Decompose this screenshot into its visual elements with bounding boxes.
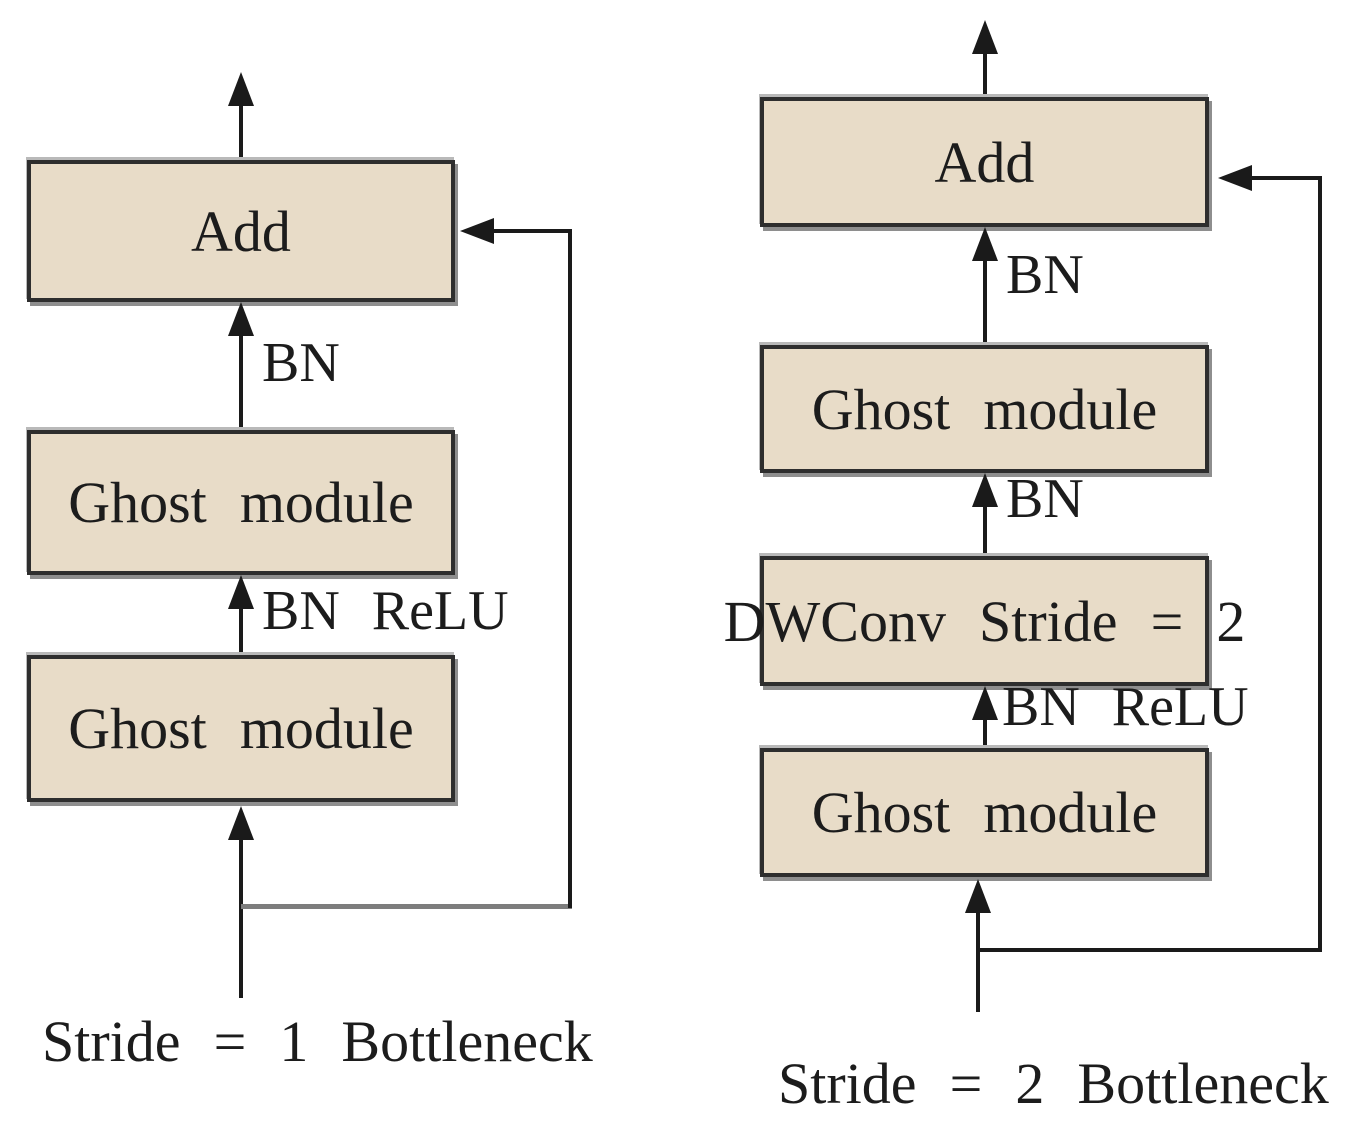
node-add: Add (760, 97, 1209, 227)
edge-label-bn-lower: BN (1006, 468, 1084, 530)
skip-connection-into-add (494, 229, 570, 233)
bn-relu-arrow-line (239, 607, 243, 655)
input-arrow-line (976, 911, 980, 1012)
skip-connection-vertical (1318, 176, 1322, 952)
bn-arrow-line (239, 334, 243, 430)
bn-relu-arrowhead-icon (972, 686, 998, 720)
bn-relu-arrowhead-icon (228, 575, 254, 609)
node-ghost-module-lower: Ghost module (760, 748, 1209, 877)
edge-label-bn: BN (262, 332, 340, 394)
bn-lower-arrowhead-icon (972, 473, 998, 507)
input-arrowhead-icon (228, 806, 254, 840)
output-arrow-line (983, 52, 987, 97)
edge-label-bn-relu: BN ReLU (1002, 676, 1249, 738)
bn-upper-arrow-line (983, 259, 987, 345)
node-dwconv-stride2: DWConv Stride = 2 (724, 556, 1245, 686)
node-ghost-module-lower-label: Ghost module (68, 696, 414, 761)
node-ghost-module-upper: Ghost module (760, 345, 1209, 473)
bn-relu-arrow-line (983, 718, 987, 748)
node-add-label: Add (934, 129, 1035, 195)
node-dwconv-stride2-label: DWConv Stride = 2 (723, 588, 1246, 654)
skip-connection-into-add (1252, 176, 1318, 180)
node-ghost-module-upper-label: Ghost module (811, 376, 1158, 442)
node-ghost-module-lower: Ghost module (27, 655, 455, 802)
skip-arrowhead-icon (460, 218, 494, 244)
node-ghost-module-upper-label: Ghost module (68, 470, 414, 535)
skip-connection-horizontal (241, 904, 572, 909)
skip-connection-horizontal (978, 948, 1322, 952)
edge-label-bn-relu: BN ReLU (262, 580, 509, 642)
output-arrowhead-icon (972, 20, 998, 54)
skip-connection-vertical (568, 229, 572, 908)
output-arrow-line (239, 104, 243, 160)
edge-label-bn-upper: BN (1006, 244, 1084, 306)
input-arrow-line (239, 838, 243, 998)
node-add: Add (27, 160, 455, 302)
output-arrowhead-icon (228, 72, 254, 106)
bn-upper-arrowhead-icon (972, 227, 998, 261)
input-arrowhead-icon (965, 879, 991, 913)
stride2-caption: Stride = 2 Bottleneck (778, 1051, 1329, 1116)
bn-lower-arrow-line (983, 505, 987, 556)
node-add-label: Add (191, 198, 291, 264)
stride1-caption: Stride = 1 Bottleneck (42, 1009, 593, 1074)
node-ghost-module-upper: Ghost module (27, 430, 455, 575)
bn-arrowhead-icon (228, 302, 254, 336)
skip-arrowhead-icon (1218, 165, 1252, 191)
node-ghost-module-lower-label: Ghost module (811, 780, 1158, 845)
